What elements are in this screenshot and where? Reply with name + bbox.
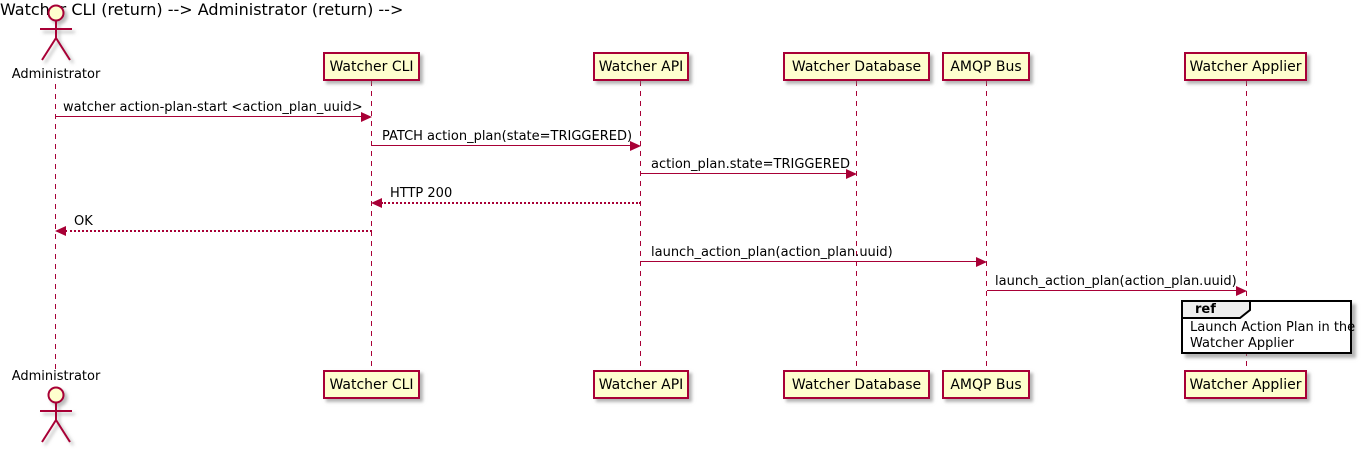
ref-header-pentagon xyxy=(1181,300,1251,319)
actor-icon xyxy=(40,4,72,61)
message-1-label: watcher action-plan-start <action_plan_u… xyxy=(63,100,363,115)
participant-box-watcher-applier-bottom: Watcher Applier xyxy=(1184,370,1307,399)
actor-label-top: Administrator xyxy=(11,67,101,82)
arrowhead-icon xyxy=(1236,286,1247,296)
message-5-label: OK xyxy=(74,214,93,229)
arrowhead-icon xyxy=(371,198,382,208)
participant-box-watcher-database-bottom: Watcher Database xyxy=(783,370,930,399)
lifeline-watcher-api xyxy=(640,81,641,370)
message-4-line xyxy=(381,202,641,204)
ref-fragment: ref Launch Action Plan in the Watcher Ap… xyxy=(1181,300,1355,354)
participant-box-watcher-api-top: Watcher API xyxy=(593,52,689,81)
message-2-label: PATCH action_plan(state=TRIGGERED) xyxy=(382,129,633,144)
message-3-label: action_plan.state=TRIGGERED xyxy=(651,157,850,172)
lifeline-amqp-bus xyxy=(986,81,987,370)
ref-text-line1: Launch Action Plan in the xyxy=(1190,320,1356,335)
ref-keyword: ref xyxy=(1195,302,1216,317)
participant-box-watcher-applier-top: Watcher Applier xyxy=(1184,52,1307,81)
message-4-label: HTTP 200 xyxy=(390,186,453,201)
arrowhead-icon xyxy=(630,141,641,151)
participant-box-watcher-api-bottom: Watcher API xyxy=(593,370,689,399)
lifeline-watcher-cli xyxy=(371,81,372,370)
arrowhead-icon xyxy=(976,257,987,267)
message-2-line xyxy=(372,145,631,146)
message-5-line xyxy=(65,230,372,232)
arrowhead-icon xyxy=(55,226,66,236)
message-6-label: launch_action_plan(action_plan.uuid) xyxy=(651,245,893,260)
message-7-label: launch_action_plan(action_plan.uuid) xyxy=(995,274,1237,289)
actor-icon xyxy=(40,386,72,443)
message-7-line xyxy=(987,290,1237,291)
participant-box-watcher-cli-bottom: Watcher CLI xyxy=(323,370,420,399)
participant-box-watcher-cli-top: Watcher CLI xyxy=(323,52,420,81)
lifeline-watcher-applier xyxy=(1246,81,1247,370)
actor-label-bottom: Administrator xyxy=(11,369,101,384)
arrowhead-icon xyxy=(361,112,372,122)
participant-box-watcher-database-top: Watcher Database xyxy=(783,52,930,81)
ref-text: Launch Action Plan in the Watcher Applie… xyxy=(1190,320,1355,352)
participant-box-amqp-bus-top: AMQP Bus xyxy=(942,52,1030,81)
ref-text-line2: Watcher Applier xyxy=(1190,336,1294,351)
message-1-line xyxy=(56,116,362,117)
arrowhead-icon xyxy=(846,169,857,179)
message-6-line xyxy=(641,261,977,262)
participant-box-amqp-bus-bottom: AMQP Bus xyxy=(942,370,1030,399)
lifeline-watcher-database xyxy=(856,81,857,370)
message-3-line xyxy=(641,173,847,174)
